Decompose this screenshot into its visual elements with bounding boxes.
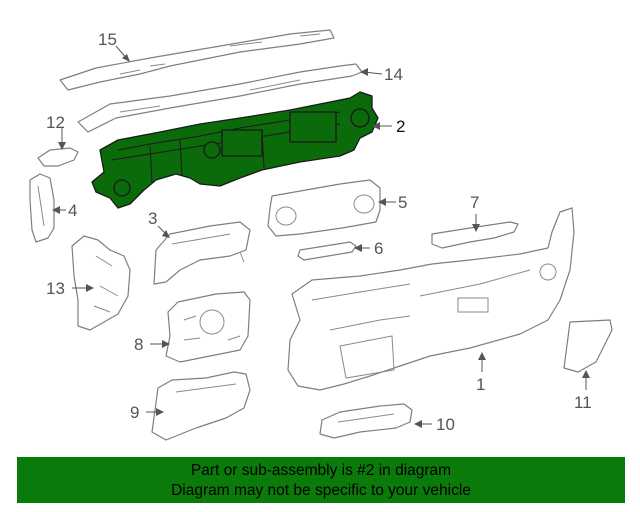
part-2-cross-car-beam[interactable] [91, 91, 379, 209]
leader-lines [52, 45, 590, 428]
part-15-defroster-duct[interactable] [59, 29, 335, 91]
callout-7[interactable]: 7 [470, 193, 479, 212]
callout-1[interactable]: 1 [476, 375, 485, 394]
callout-13[interactable]: 13 [46, 279, 65, 298]
callout-10[interactable]: 10 [436, 415, 455, 434]
callout-2[interactable]: 2 [396, 117, 405, 136]
part-10-lower-trim[interactable] [319, 403, 413, 439]
part-13-side-bracket[interactable] [71, 235, 131, 331]
info-banner: Part or sub-assembly is #2 in diagram Di… [17, 457, 625, 503]
banner-line-1: Part or sub-assembly is #2 in diagram [190, 462, 452, 479]
banner-line-2: Diagram may not be specific to your vehi… [171, 482, 471, 499]
part-11-end-cap[interactable] [563, 319, 613, 373]
callout-8[interactable]: 8 [134, 335, 143, 354]
part-4-side-cover[interactable] [29, 173, 55, 243]
part-7-support-bracket[interactable] [431, 221, 519, 249]
callout-12[interactable]: 12 [46, 113, 65, 132]
part-12-trim-piece[interactable] [37, 147, 79, 167]
callout-5[interactable]: 5 [398, 193, 407, 212]
callout-11[interactable]: 11 [574, 393, 592, 412]
part-1-instrument-panel[interactable] [287, 207, 575, 391]
part-6-trim-strip[interactable] [297, 241, 357, 261]
callout-14[interactable]: 14 [384, 65, 403, 84]
part-8-cluster-bezel[interactable] [165, 291, 251, 363]
part-9-knee-panel[interactable] [151, 371, 251, 441]
callout-4[interactable]: 4 [68, 201, 77, 220]
callout-3[interactable]: 3 [148, 209, 157, 228]
parts-diagram: 15 14 2 12 4 13 3 5 6 7 8 9 1 10 11 [29, 29, 613, 441]
part-3-column-cover[interactable] [153, 221, 251, 285]
callout-9[interactable]: 9 [130, 403, 139, 422]
part-5-center-bezel[interactable] [267, 179, 381, 237]
callout-15[interactable]: 15 [98, 30, 117, 49]
callout-6[interactable]: 6 [374, 239, 383, 258]
